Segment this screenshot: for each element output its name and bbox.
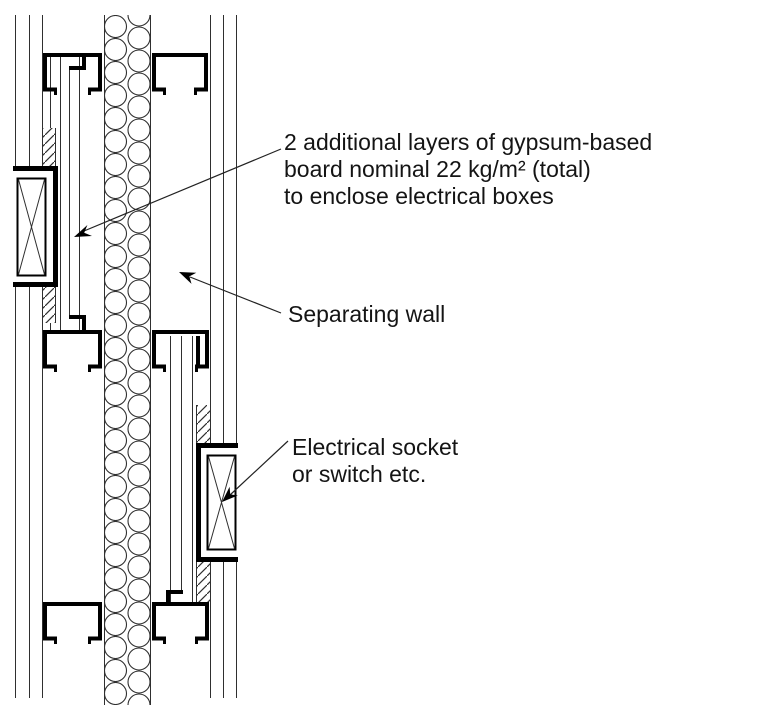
enclosure-boards-right <box>166 336 200 602</box>
insulation-quilt <box>104 15 151 705</box>
arrowhead-icon <box>179 272 197 284</box>
electrical-box-left <box>13 166 58 287</box>
label-separating-wall: Separating wall <box>288 301 445 328</box>
electrical-box-right <box>196 443 238 562</box>
enclosure-boards-left <box>50 57 86 330</box>
arrowhead-icon <box>74 225 92 237</box>
leader-electrical-socket <box>222 440 289 502</box>
plasterboard-right-face <box>210 15 237 698</box>
label-additional-layers: 2 additional layers of gypsum-based boar… <box>284 129 652 210</box>
arrowhead-icon <box>222 486 238 502</box>
leader-additional-layers <box>74 148 282 237</box>
label-line: Electrical socket <box>292 434 459 460</box>
leader-separating-wall <box>179 272 282 314</box>
label-line: to enclose electrical boxes <box>284 183 554 209</box>
label-line: 2 additional layers of gypsum-based <box>284 129 653 155</box>
label-line: Separating wall <box>288 301 446 327</box>
label-line: board nominal 22 kg/m² (total) <box>284 156 591 182</box>
plasterboard-left-face <box>15 15 43 698</box>
metal-stud-channels <box>43 53 209 644</box>
board-edge-hatching <box>43 128 210 602</box>
label-electrical-socket: Electrical socket or switch etc. <box>292 434 458 488</box>
label-line: or switch etc. <box>292 461 427 487</box>
